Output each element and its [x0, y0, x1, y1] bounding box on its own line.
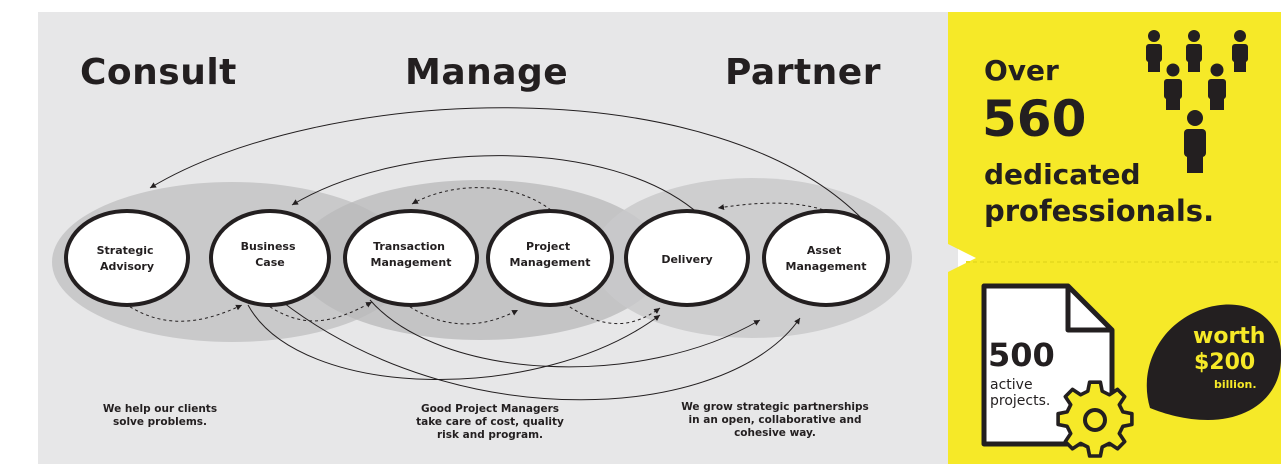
connector-arc: [559, 299, 661, 325]
stat-projects-count: 500: [988, 336, 1055, 374]
caption-line: Good Project Managers: [420, 403, 560, 415]
stat-projects: projects.: [990, 393, 1051, 409]
caption-partner: We grow strategic partnerships in an ope…: [665, 401, 885, 440]
caption-line: in an open, collaborative and: [688, 414, 862, 426]
node-label: Strategic Advisory: [97, 244, 158, 273]
caption-line: take care of cost, quality: [416, 416, 564, 428]
people-group-icon: [1146, 30, 1248, 173]
connector-arc: [291, 155, 701, 216]
stat-amount: $200: [1194, 350, 1256, 375]
stat-dedicated: dedicated: [984, 158, 1141, 191]
node-business-case: Business Case: [209, 209, 331, 307]
connector-arc: [247, 304, 661, 380]
heading-consult: Consult: [80, 52, 237, 93]
node-label: Business Case: [241, 240, 300, 269]
node-label: Transaction Management: [371, 240, 452, 269]
stat-worth: worth: [1193, 324, 1266, 349]
caption-line: We grow strategic partnerships: [681, 401, 869, 413]
caption-manage: Good Project Managers take care of cost,…: [390, 403, 590, 442]
node-project-management: Project Management: [486, 209, 614, 307]
node-circle: [624, 209, 750, 307]
caption-line: risk and program.: [436, 429, 543, 441]
node-label: Asset Management: [786, 244, 867, 273]
connector-arc: [259, 299, 373, 322]
node-circle: [762, 209, 890, 307]
caption-line: cohesive way.: [734, 427, 816, 439]
connector-arc: [279, 299, 801, 401]
stat-over: Over: [984, 54, 1059, 87]
stat-professionals-count: 560: [982, 90, 1087, 148]
stat-active: active: [990, 377, 1033, 393]
node-label: Delivery: [661, 253, 712, 266]
heading-partner: Partner: [725, 52, 881, 93]
connector-arc: [369, 299, 761, 368]
connector-arc: [411, 187, 561, 219]
heading-manage: Manage: [405, 52, 569, 93]
stat-billion: billion.: [1214, 378, 1257, 391]
node-label: Project Management: [510, 240, 591, 269]
stat-professionals: professionals.: [984, 194, 1215, 228]
connector-arc: [149, 107, 869, 226]
node-asset-management: Asset Management: [762, 209, 890, 307]
caption-consult: We help our clients solve problems.: [70, 403, 250, 429]
node-strategic-advisory: Strategic Advisory: [64, 209, 190, 307]
gear-icon: [1056, 380, 1134, 458]
node-circle: [64, 209, 190, 307]
caption-line: We help our clients: [102, 403, 218, 415]
node-transaction-management: Transaction Management: [343, 209, 479, 307]
node-delivery: Delivery: [624, 209, 750, 307]
node-circle: [343, 209, 479, 307]
speech-bubble-icon: [1146, 304, 1281, 420]
connector-arc: [119, 299, 243, 322]
node-circle: [209, 209, 331, 307]
caption-line: solve problems.: [112, 416, 207, 428]
node-circle: [486, 209, 614, 307]
